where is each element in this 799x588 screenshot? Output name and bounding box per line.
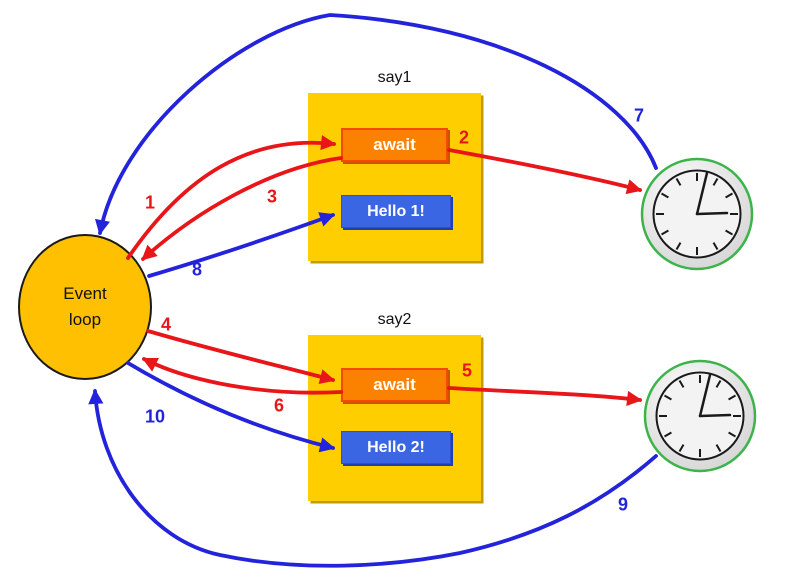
clock-icon xyxy=(640,157,754,271)
clock-hands xyxy=(698,373,732,418)
step-2-label: 2 xyxy=(458,127,470,148)
event-loop-node: Event loop xyxy=(18,234,152,380)
step-5-label: 5 xyxy=(461,360,473,381)
step-10-arrow xyxy=(126,361,336,453)
say1-await-box: await xyxy=(341,128,448,162)
say2-await-box: await xyxy=(341,368,448,402)
step-3-label: 3 xyxy=(266,186,278,207)
clock-hands xyxy=(695,171,729,216)
step-9-label: 9 xyxy=(617,494,629,515)
step-8-label: 8 xyxy=(191,259,203,280)
step-1-arrow xyxy=(126,135,337,260)
clock-icon xyxy=(643,359,757,473)
step-4-arrow xyxy=(146,329,336,385)
coroutine-say1-title: say1 xyxy=(377,69,412,86)
coroutine-say2-title: say2 xyxy=(377,311,412,328)
step-7-label: 7 xyxy=(633,105,645,126)
step-10-label: 10 xyxy=(144,406,166,427)
event-loop-label-line2: loop xyxy=(68,310,102,329)
event-loop-label-line1: Event xyxy=(63,283,107,303)
step-6-label: 6 xyxy=(273,395,285,416)
step-8-arrow xyxy=(147,212,336,278)
step-1-label: 1 xyxy=(144,192,156,213)
coroutine-say2-box xyxy=(308,335,481,501)
say2-print-box: Hello 2! xyxy=(341,431,451,464)
coroutine-say1-box xyxy=(308,93,481,261)
event-loop-label: Event loop xyxy=(63,281,106,334)
step-4-label: 4 xyxy=(160,314,172,335)
say1-print-box: Hello 1! xyxy=(341,195,451,228)
